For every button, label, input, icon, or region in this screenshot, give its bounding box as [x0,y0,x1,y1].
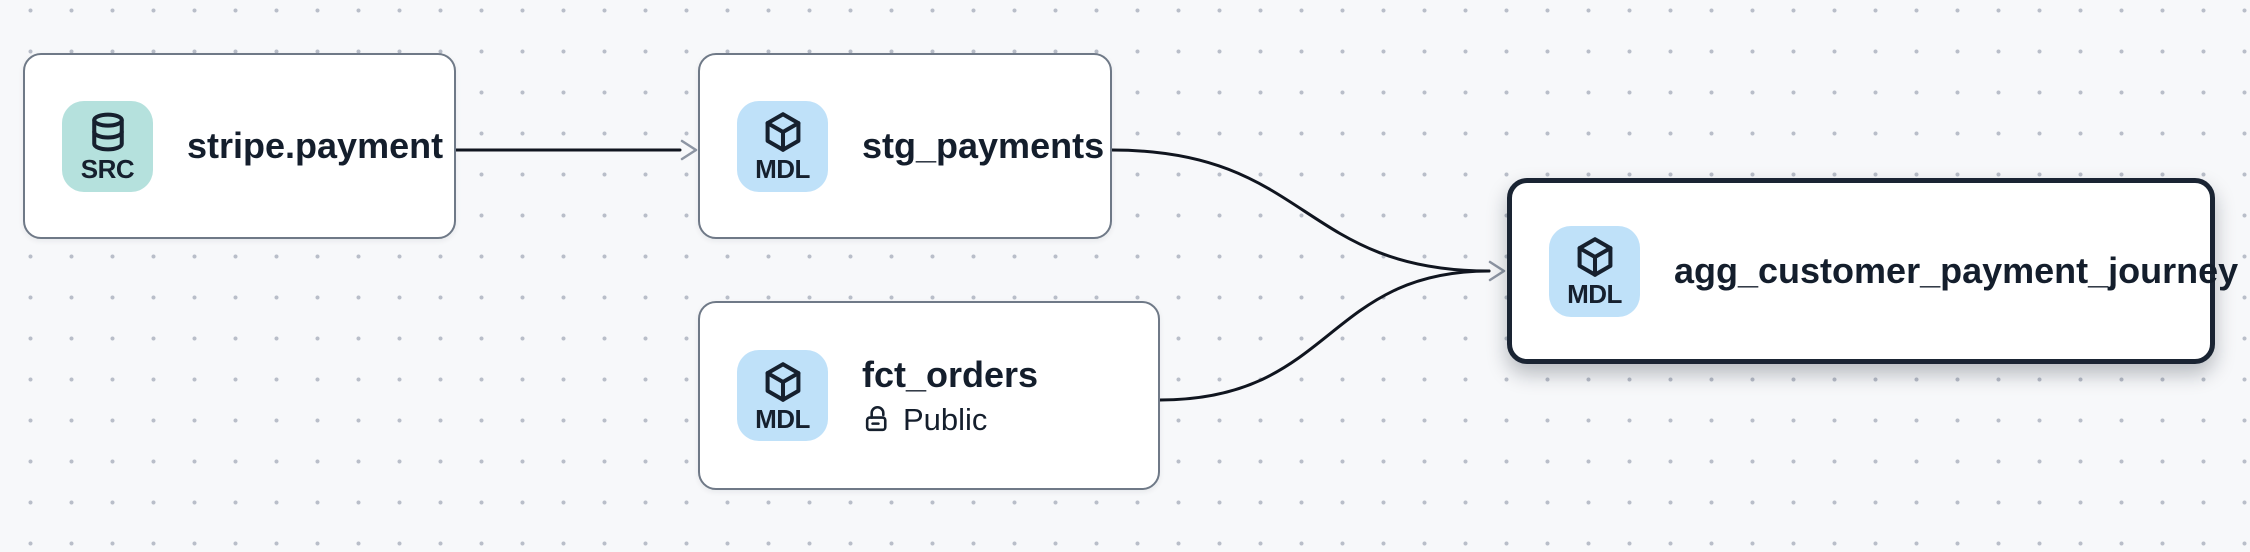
badge-label: MDL [755,403,810,434]
arrowhead-icon [680,139,698,161]
database-icon [86,110,130,154]
node-title: agg_customer_payment_journey [1674,250,2239,291]
badge-label: MDL [1567,279,1622,309]
node-stripe-payment[interactable]: SRC stripe.payment [23,53,456,239]
badge-label: MDL [755,154,810,184]
access-row: Public [862,401,1038,439]
node-fct-orders[interactable]: MDL fct_orders Public [698,301,1160,490]
edge-fct-orders-to-agg-customer-payment-journey[interactable] [1158,269,1491,402]
edge-stg-payments-to-agg-customer-payment-journey[interactable] [1110,148,1491,273]
badge-label: SRC [80,154,135,184]
source-badge: SRC [62,100,153,192]
node-title: fct_orders [862,353,1039,395]
model-badge: MDL [737,100,828,192]
node-stg-payments[interactable]: MDL stg_payments [698,53,1112,239]
node-title: stg_payments [862,125,1105,166]
cube-icon [1573,235,1617,279]
cube-icon [761,360,805,404]
unlock-icon [862,404,893,435]
arrowhead-icon [1488,260,1506,282]
cube-icon [761,110,805,154]
node-agg-customer-payment-journey[interactable]: MDL agg_customer_payment_journey [1507,178,2238,364]
access-label: Public [903,401,988,437]
node-title: stripe.payment [187,125,444,166]
model-badge: MDL [1549,225,1640,317]
model-badge: MDL [737,350,828,441]
